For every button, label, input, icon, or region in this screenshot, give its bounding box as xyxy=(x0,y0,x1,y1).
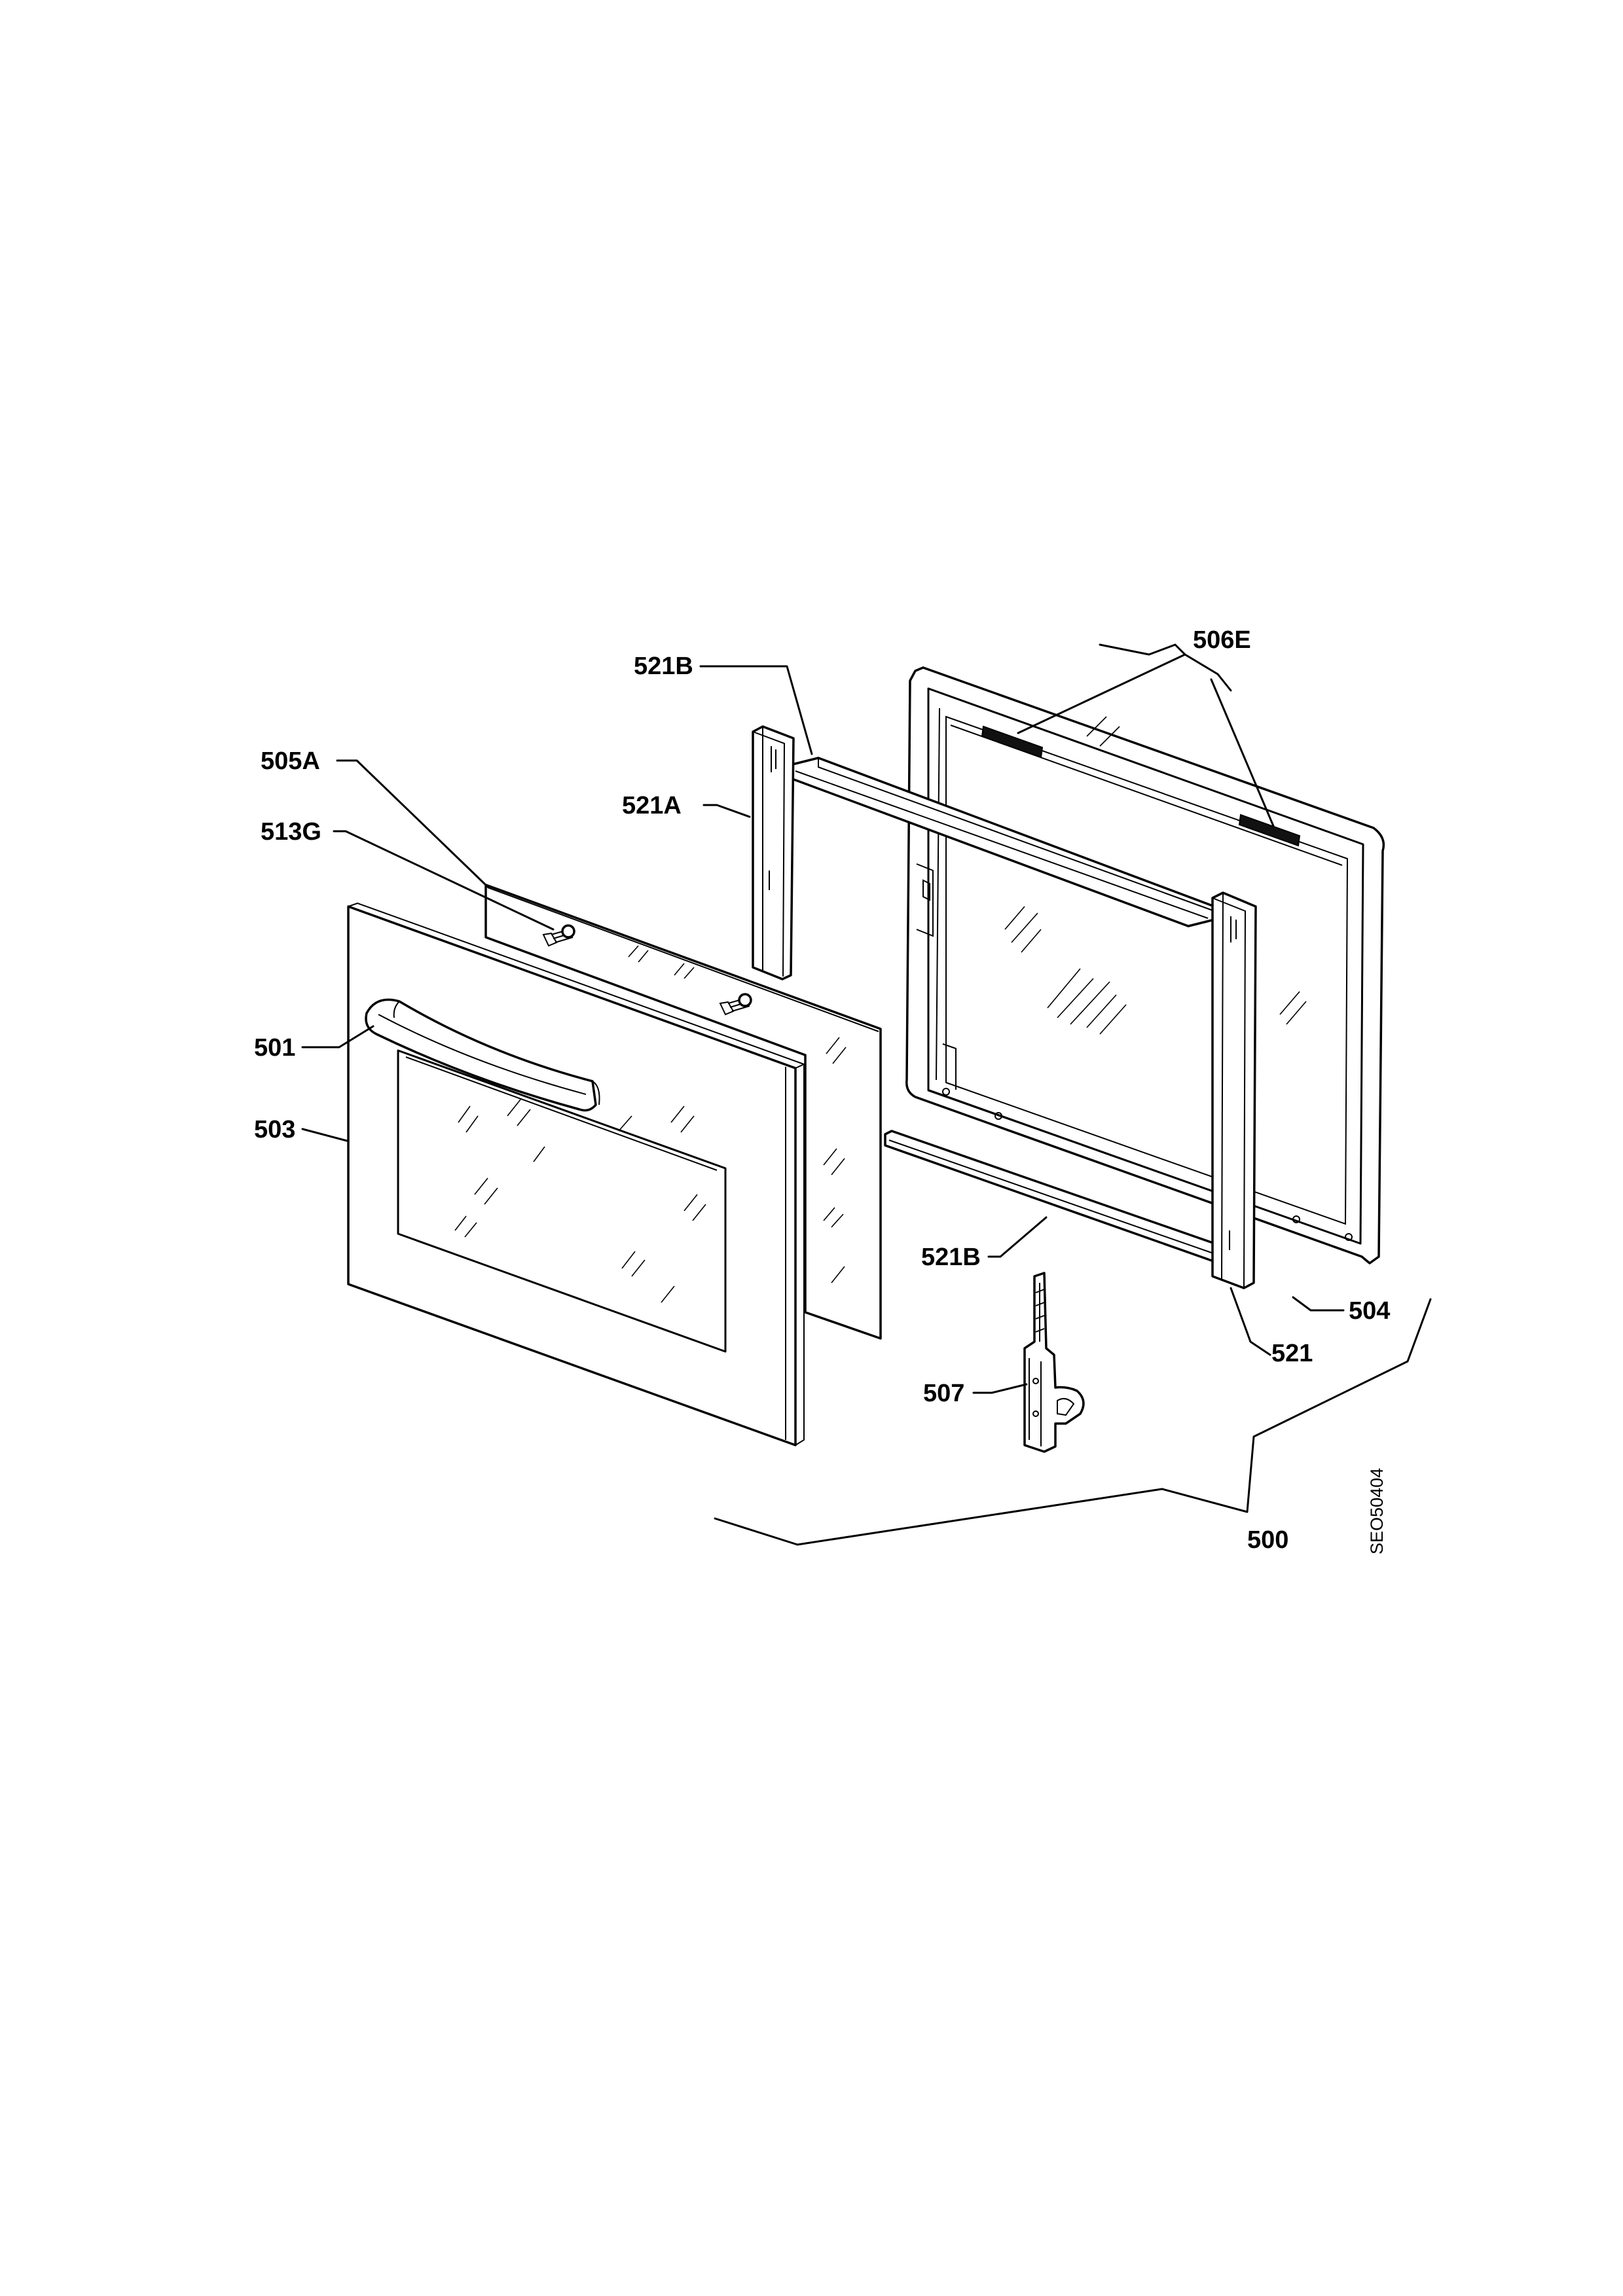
leader-503 xyxy=(301,1128,348,1142)
side-channel-521A xyxy=(752,725,795,980)
label-521: 521 xyxy=(1271,1340,1313,1367)
drawing-code: SEO50404 xyxy=(1367,1468,1387,1554)
label-521B-top: 521B xyxy=(634,653,693,680)
leader-506E-left xyxy=(1017,653,1186,734)
leader-507 xyxy=(972,1383,1028,1394)
leader-521B-top xyxy=(699,665,813,755)
leader-521A xyxy=(702,804,751,818)
leader-501 xyxy=(301,1025,374,1049)
screw-513G-right xyxy=(719,993,752,1016)
handle-501 xyxy=(365,998,600,1112)
assembly-bracket-500 xyxy=(714,1298,1432,1546)
label-503: 503 xyxy=(254,1116,295,1143)
leader-506E-right xyxy=(1210,678,1275,827)
leader-505A xyxy=(336,759,489,888)
label-507: 507 xyxy=(923,1380,964,1407)
label-521A: 521A xyxy=(622,792,682,819)
label-505A: 505A xyxy=(261,747,320,775)
seal-506E-left xyxy=(981,725,1044,759)
label-513G: 513G xyxy=(261,818,321,846)
label-504: 504 xyxy=(1349,1297,1390,1325)
leader-521 xyxy=(1230,1287,1271,1356)
hinge-507 xyxy=(1023,1272,1085,1453)
leader-521B-bottom xyxy=(987,1216,1048,1258)
label-500: 500 xyxy=(1247,1526,1288,1554)
leader-504 xyxy=(1292,1296,1345,1312)
seal-506E-right xyxy=(1238,814,1301,847)
label-501: 501 xyxy=(254,1034,295,1062)
leader-513G xyxy=(333,830,555,931)
inner-glass-505A xyxy=(484,884,882,1340)
door-frame-504 xyxy=(905,666,1385,1265)
label-506E: 506E xyxy=(1193,626,1251,654)
label-521B-bottom: 521B xyxy=(921,1244,981,1271)
screw-513G-left xyxy=(542,924,575,947)
side-channel-521 xyxy=(1211,891,1257,1289)
leader-506E xyxy=(1099,643,1232,692)
